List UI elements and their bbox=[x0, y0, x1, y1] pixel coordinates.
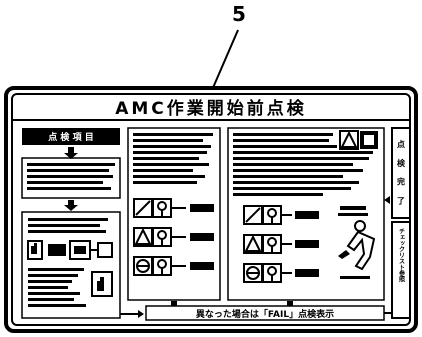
left-text-box-1 bbox=[21, 157, 121, 199]
left-header-box bbox=[22, 128, 120, 145]
panel-title: AMC作業開始前点検 bbox=[115, 98, 307, 119]
right-text-block-1 bbox=[233, 133, 373, 196]
right-icon-row-1 bbox=[243, 205, 319, 225]
right-arrow-icon bbox=[384, 196, 390, 204]
middle-icon-row-3 bbox=[133, 256, 214, 276]
left-text-block-2 bbox=[28, 218, 108, 233]
inspection-complete-label: 点 検 完 了 bbox=[396, 139, 406, 208]
fail-banner-text: 異なった場合は「FAIL」点検表示 bbox=[196, 308, 334, 320]
callout-number: 5 bbox=[232, 2, 246, 26]
middle-text-block bbox=[133, 133, 213, 184]
warning-icon-pair bbox=[339, 130, 378, 150]
middle-icon-row-2 bbox=[133, 227, 214, 247]
leader-line bbox=[208, 29, 239, 98]
middle-box bbox=[127, 127, 221, 301]
down-arrow-icon bbox=[64, 200, 78, 211]
down-arrow-icon bbox=[64, 147, 78, 159]
left-header: 点 検 項 目 bbox=[48, 131, 93, 143]
switch-block-icon bbox=[48, 244, 66, 256]
inspection-complete-tab bbox=[391, 127, 411, 219]
checklist-tab bbox=[391, 221, 411, 319]
left-lower-box bbox=[21, 211, 121, 319]
hand-switch-icon bbox=[91, 271, 113, 297]
right-icon-row-3 bbox=[243, 263, 319, 283]
left-text-block-1 bbox=[27, 163, 115, 190]
right-center-box bbox=[227, 127, 385, 301]
operator-figure-icon bbox=[338, 206, 376, 279]
checklist-label: チェックリスト参照 bbox=[398, 228, 406, 283]
right-arrow-icon bbox=[138, 310, 144, 318]
hand-switch-icon bbox=[27, 240, 43, 260]
right-icon-row-2 bbox=[243, 234, 319, 254]
middle-icon-row-1 bbox=[133, 198, 214, 218]
left-text-block-3 bbox=[28, 268, 86, 307]
